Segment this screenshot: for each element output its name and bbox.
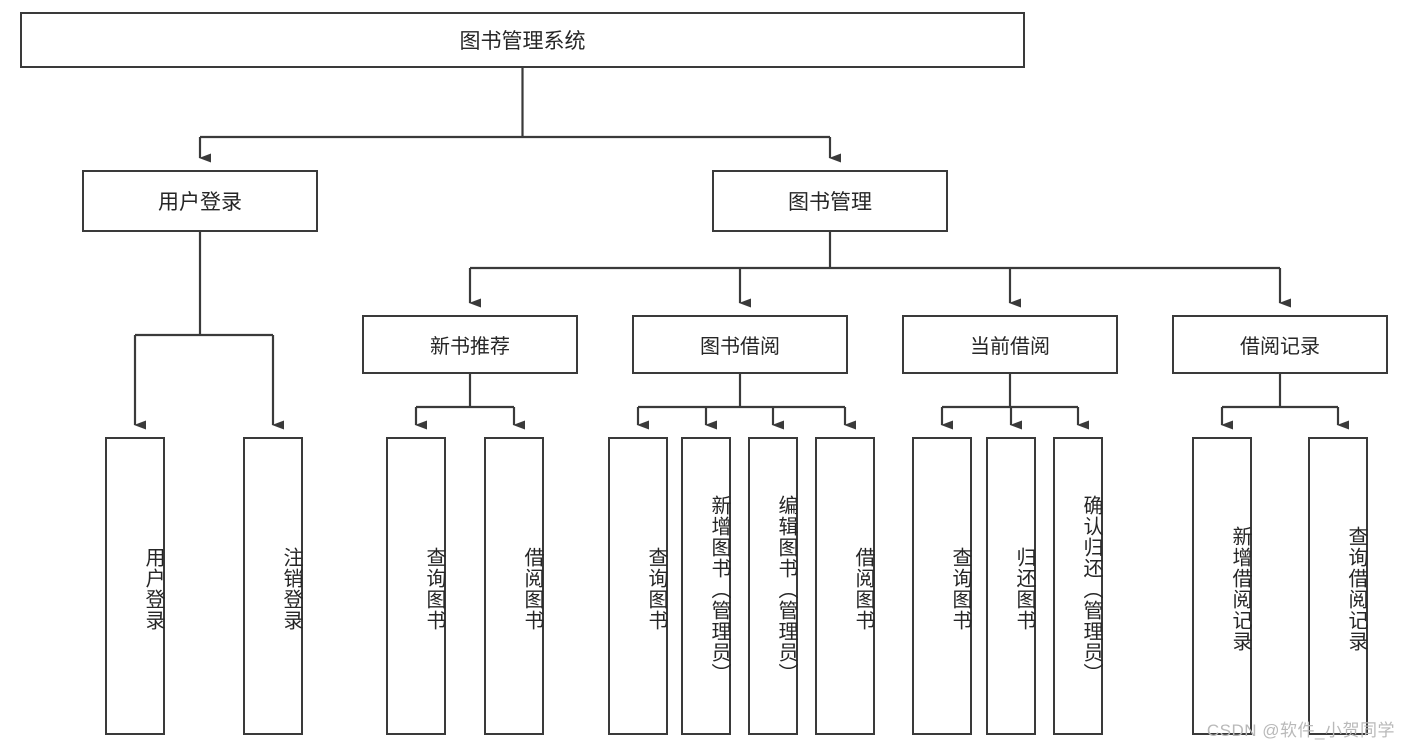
- node-book-borrow-label: 图书借阅: [700, 336, 780, 358]
- leaf-query-book-1-label: 查询图书: [423, 547, 445, 631]
- leaf-borrow-book-1-label: 借阅图书: [521, 547, 543, 631]
- node-current-borrow-label: 当前借阅: [970, 336, 1050, 358]
- node-book-borrow[interactable]: 图书借阅: [632, 315, 848, 374]
- node-new-book-rec-label: 新书推荐: [430, 336, 510, 358]
- watermark: CSDN @软件_小贺同学: [1206, 721, 1395, 740]
- leaf-query-book-1[interactable]: 查询图书: [386, 437, 446, 735]
- leaf-edit-book-label: 编辑图书（管理员）: [775, 494, 797, 684]
- leaf-borrow-book-2[interactable]: 借阅图书: [815, 437, 875, 735]
- node-borrow-record-label: 借阅记录: [1240, 336, 1320, 358]
- node-borrow-record[interactable]: 借阅记录: [1172, 315, 1388, 374]
- leaf-return-book-label: 归还图书: [1013, 547, 1035, 631]
- node-current-borrow[interactable]: 当前借阅: [902, 315, 1118, 374]
- leaf-borrow-book-1[interactable]: 借阅图书: [484, 437, 544, 735]
- leaf-query-book-2[interactable]: 查询图书: [608, 437, 668, 735]
- leaf-add-book-label: 新增图书（管理员）: [708, 494, 730, 684]
- leaf-add-book[interactable]: 新增图书（管理员）: [681, 437, 731, 735]
- leaf-borrow-book-2-label: 借阅图书: [852, 547, 874, 631]
- node-user-login-label: 用户登录: [158, 191, 242, 214]
- leaf-user-login[interactable]: 用户登录: [105, 437, 165, 735]
- leaf-confirm-return-label: 确认归还（管理员）: [1080, 494, 1102, 684]
- node-user-login[interactable]: 用户登录: [82, 170, 318, 232]
- leaf-query-book-2-label: 查询图书: [645, 547, 667, 631]
- leaf-user-logout-label: 注销登录: [280, 547, 302, 631]
- node-book-manage[interactable]: 图书管理: [712, 170, 948, 232]
- leaf-add-record[interactable]: 新增借阅记录: [1192, 437, 1252, 735]
- node-root[interactable]: 图书管理系统: [20, 12, 1025, 68]
- leaf-query-record[interactable]: 查询借阅记录: [1308, 437, 1368, 735]
- node-new-book-rec[interactable]: 新书推荐: [362, 315, 578, 374]
- leaf-query-book-3-label: 查询图书: [949, 547, 971, 631]
- node-root-label: 图书管理系统: [459, 30, 586, 53]
- leaf-add-record-label: 新增借阅记录: [1229, 526, 1251, 652]
- leaf-confirm-return[interactable]: 确认归还（管理员）: [1053, 437, 1103, 735]
- leaf-edit-book[interactable]: 编辑图书（管理员）: [748, 437, 798, 735]
- node-book-manage-label: 图书管理: [788, 191, 872, 214]
- leaf-user-login-label: 用户登录: [142, 547, 164, 631]
- leaf-query-book-3[interactable]: 查询图书: [912, 437, 972, 735]
- leaf-query-record-label: 查询借阅记录: [1345, 526, 1367, 652]
- leaf-user-logout[interactable]: 注销登录: [243, 437, 303, 735]
- leaf-return-book[interactable]: 归还图书: [986, 437, 1036, 735]
